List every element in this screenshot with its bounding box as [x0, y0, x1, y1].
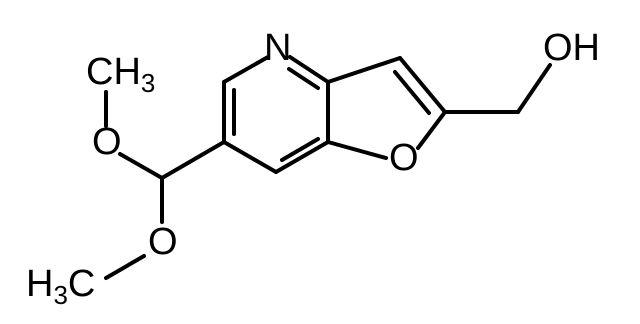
bond-c6-cacetal	[160, 140, 226, 180]
bond-c2-o1	[416, 110, 447, 150]
atom-o-lower: O	[148, 221, 178, 263]
bond-c7-c7a	[274, 140, 330, 174]
bond-o1-c7a	[326, 140, 388, 160]
bond-c3a-c3	[326, 56, 402, 84]
bond-c3-c2	[398, 56, 447, 114]
bond-c6-c7	[222, 140, 278, 174]
atom-o-ring: O	[389, 137, 419, 179]
bond-olower-ch3	[104, 254, 146, 280]
bond-cacetal-oupper	[118, 152, 164, 180]
bond-c3a-n	[288, 55, 330, 84]
atom-n: N	[264, 27, 291, 69]
atom-oh: OH	[543, 27, 600, 69]
atom-o-upper: O	[92, 121, 122, 163]
atom-ch3-top: CH3	[86, 51, 155, 98]
bonds	[104, 55, 552, 280]
bond-c3a-n-inner	[287, 67, 320, 90]
bond-c7-c7a-inner	[280, 137, 320, 162]
atom-labels: N O OH O O CH3 H3C	[26, 27, 600, 310]
bond-ch2-oh	[516, 63, 552, 114]
bond-n-c5	[222, 55, 270, 84]
bond-c3-c2-inner	[393, 70, 431, 115]
atom-ch3-bottom: H3C	[26, 263, 95, 310]
